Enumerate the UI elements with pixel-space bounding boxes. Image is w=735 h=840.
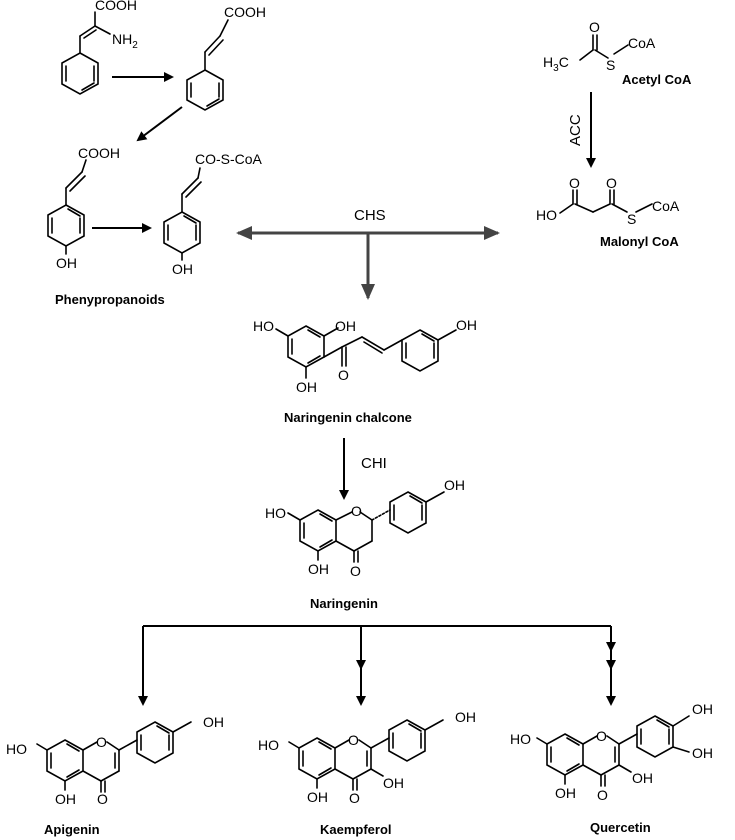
oh-label: OH	[56, 255, 77, 271]
sulfur-atom: S	[627, 211, 636, 227]
chs-enzyme-label: CHS	[354, 207, 386, 224]
carbonyl-oxygen: O	[597, 787, 608, 803]
cinnamic-acid-structure: COOH	[186, 4, 266, 111]
coa-thioester-label: CO-S-CoA	[195, 151, 263, 167]
naringenin-label: Naringenin	[310, 596, 378, 611]
hydroxyl-group: HO	[258, 737, 279, 753]
p-coumaric-acid-structure: COOH OH	[47, 145, 120, 271]
hydroxyl-group: OH	[455, 709, 476, 725]
hydroxyl-group: OH	[55, 791, 76, 807]
carbonyl-oxygen: O	[589, 19, 600, 35]
hydroxyl-group: OH	[692, 745, 713, 761]
kaempferol-label: Kaempferol	[320, 822, 392, 837]
naringenin-chalcone-structure: HO OH OH O OH	[253, 317, 477, 395]
hydroxyl-group: OH	[456, 317, 477, 333]
naringenin-structure: HO O OH OH O	[265, 477, 465, 579]
hydroxyl-group: HO	[265, 505, 286, 521]
carbonyl-oxygen: O	[97, 791, 108, 807]
quercetin-label: Quercetin	[590, 820, 651, 835]
quercetin-structure: HO O OH OH OH OH O	[510, 701, 713, 803]
malonyl-coa-structure: O O HO S CoA	[536, 175, 680, 227]
cooh-label: COOH	[224, 4, 266, 20]
hydroxyl-group: HO	[510, 731, 531, 747]
carbonyl-oxygen: O	[606, 175, 617, 191]
hydroxyl-group: HO	[6, 741, 27, 757]
hydroxyl-group: OH	[692, 701, 713, 717]
carbonyl-oxygen: O	[350, 563, 361, 579]
oh-label: OH	[172, 261, 193, 277]
coa-group: CoA	[628, 35, 656, 51]
apigenin-structure: HO O OH OH O	[6, 714, 224, 807]
hydroxyl-group: OH	[335, 318, 356, 334]
acetyl-coa-structure: O H3C S CoA	[543, 19, 656, 74]
hydroxyl-group: OH	[307, 789, 328, 805]
hydroxyl-group: HO	[536, 207, 557, 223]
apigenin-label: Apigenin	[44, 822, 100, 837]
arrow-cinnamic-to-coumaric	[136, 106, 183, 142]
p-coumaroyl-coa-structure: CO-S-CoA OH	[163, 151, 263, 277]
hydroxyl-group: OH	[203, 714, 224, 730]
hydroxyl-group: OH	[444, 477, 465, 493]
carbonyl-oxygen: O	[569, 175, 580, 191]
ring-oxygen: O	[351, 503, 362, 519]
malonyl-coa-label: Malonyl CoA	[600, 234, 679, 249]
chi-enzyme-label: CHI	[361, 455, 387, 472]
cooh-label: COOH	[78, 145, 120, 161]
chs-arrows	[236, 226, 500, 300]
carbonyl-oxygen: O	[349, 790, 360, 806]
phenylpropanoids-label: Phenypropanoids	[55, 292, 165, 307]
hydroxyl-group: OH	[555, 785, 576, 801]
ring-oxygen: O	[96, 734, 107, 750]
sulfur-atom: S	[606, 57, 615, 73]
nh2-label: NH2	[112, 31, 138, 51]
hydroxyl-group: HO	[253, 318, 274, 334]
kaempferol-structure: HO O OH OH O OH	[258, 709, 476, 806]
hydroxyl-group: OH	[632, 770, 653, 786]
acc-enzyme-label: ACC	[567, 114, 584, 146]
acetyl-coa-label: Acetyl CoA	[622, 72, 692, 87]
carbonyl-oxygen: O	[338, 367, 349, 383]
branch-arrows	[138, 625, 616, 706]
ring-oxygen: O	[596, 728, 607, 744]
naringenin-chalcone-label: Naringenin chalcone	[284, 410, 412, 425]
phenylalanine-structure: COOH NH2	[61, 0, 138, 95]
ring-oxygen: O	[348, 732, 359, 748]
methyl-group: H3C	[543, 54, 569, 74]
coa-group: CoA	[652, 198, 680, 214]
hydroxyl-group: OH	[296, 379, 317, 395]
cooh-label: COOH	[95, 0, 137, 13]
hydroxyl-group: OH	[383, 775, 404, 791]
hydroxyl-group: OH	[308, 561, 329, 577]
